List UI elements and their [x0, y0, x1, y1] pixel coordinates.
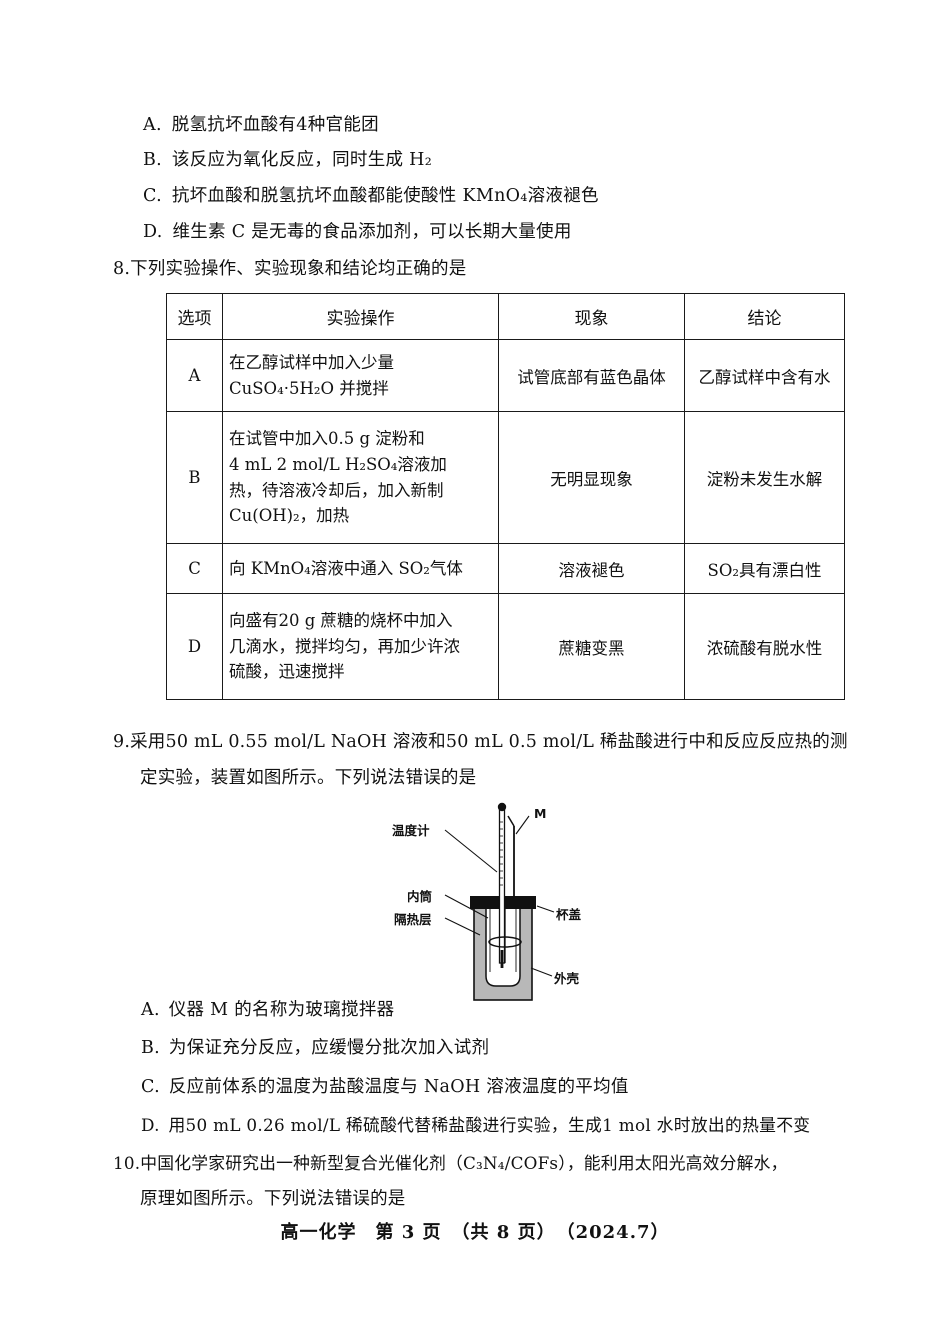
row-c-conclusion: SO₂具有漂白性	[684, 543, 845, 594]
q10-number: 10.	[113, 1153, 141, 1173]
q7-option-c: C. 抗坏血酸和脱氢抗坏血酸都能使酸性 KMnO₄溶液褪色	[143, 186, 599, 208]
row-d-operation-line-2: 几滴水，搅拌均匀，再加少许浓	[229, 636, 460, 656]
table-header-operation: 实验操作	[222, 293, 499, 340]
calorimeter-figure: 温度计 M 内筒 隔热层 杯盖 外壳	[392, 800, 628, 1015]
figure-label-inner-cylinder: 内筒	[407, 889, 433, 904]
q8-number: 8.	[113, 259, 131, 279]
row-d-conclusion: 浓硫酸有脱水性	[684, 593, 845, 700]
row-b-operation-line-2: 4 mL 2 mol/L H₂SO₄溶液加	[229, 454, 447, 474]
table-row: C 向 KMnO₄溶液中通入 SO₂气体 溶液褪色 SO₂具有漂白性	[166, 543, 845, 594]
figure-label-outer-shell: 外壳	[554, 971, 580, 986]
q9-stem-text-1: 采用50 mL 0.55 mol/L NaOH 溶液和50 mL 0.5 mol…	[130, 732, 848, 752]
table-row: A 在乙醇试样中加入少量 CuSO₄·5H₂O 并搅拌 试管底部有蓝色晶体 乙醇…	[166, 339, 845, 412]
q9-number: 9.	[113, 732, 131, 752]
row-b-operation-line-1: 在试管中加入0.5 g 淀粉和	[229, 429, 425, 449]
row-d-phenomenon: 蔗糖变黑	[498, 593, 685, 700]
table-row: B 在试管中加入0.5 g 淀粉和 4 mL 2 mol/L H₂SO₄溶液加 …	[166, 411, 845, 544]
row-c-operation-line-1: 向 KMnO₄溶液中通入 SO₂气体	[229, 558, 463, 578]
q7-option-d: D. 维生素 C 是无毒的食品添加剂，可以长期大量使用	[143, 222, 572, 244]
row-a-conclusion: 乙醇试样中含有水	[684, 339, 845, 412]
row-a-operation-line-2: CuSO₄·5H₂O 并搅拌	[229, 378, 389, 398]
q9-option-c: C. 反应前体系的温度为盐酸温度与 NaOH 溶液温度的平均值	[141, 1077, 629, 1099]
q9-option-b-label: B.	[141, 1038, 161, 1058]
q8-stem: 8.下列实验操作、实验现象和结论均正确的是	[113, 259, 466, 281]
q9-option-a-text: 仪器 M 的名称为玻璃搅拌器	[168, 1000, 395, 1020]
q7-option-c-text: 抗坏血酸和脱氢抗坏血酸都能使酸性 KMnO₄溶液褪色	[171, 186, 599, 206]
q9-option-d-text: 用50 mL 0.26 mol/L 稀硫酸代替稀盐酸进行实验，生成1 mol 水…	[168, 1115, 811, 1135]
q7-option-d-text: 维生素 C 是无毒的食品添加剂，可以长期大量使用	[172, 222, 572, 242]
q10-stem-line-1: 10.中国化学家研究出一种新型复合光催化剂（C₃N₄/COFs），能利用太阳光高…	[113, 1153, 788, 1174]
figure-label-cup-lid: 杯盖	[556, 907, 582, 922]
table-row: D 向盛有20 g 蔗糖的烧杯中加入 几滴水，搅拌均匀，再加少许浓 硫酸，迅速搅…	[166, 593, 845, 700]
row-c-operation: 向 KMnO₄溶液中通入 SO₂气体	[222, 543, 499, 594]
q9-option-a: A. 仪器 M 的名称为玻璃搅拌器	[141, 1000, 394, 1022]
q9-stem-line-2: 定实验，装置如图所示。下列说法错误的是	[140, 768, 477, 788]
row-b-operation: 在试管中加入0.5 g 淀粉和 4 mL 2 mol/L H₂SO₄溶液加 热，…	[222, 411, 499, 544]
q10-stem-text-1: 中国化学家研究出一种新型复合光催化剂（C₃N₄/COFs），能利用太阳光高效分解…	[140, 1153, 788, 1173]
table-header-option: 选项	[166, 293, 223, 340]
row-a-option: A	[166, 339, 223, 412]
row-b-conclusion: 淀粉未发生水解	[684, 411, 845, 544]
row-c-phenomenon: 溶液褪色	[498, 543, 685, 594]
q7-option-a-text: 脱氢抗坏血酸有4种官能团	[171, 115, 379, 135]
q9-option-a-label: A.	[141, 1000, 160, 1020]
row-b-phenomenon: 无明显现象	[498, 411, 685, 544]
table-header-phenomenon: 现象	[498, 293, 685, 340]
row-a-operation-line-1: 在乙醇试样中加入少量	[229, 352, 394, 372]
q7-option-b-label: B.	[143, 150, 163, 170]
row-b-operation-line-4: Cu(OH)₂，加热	[229, 506, 350, 526]
figure-label-insulation-layer: 隔热层	[394, 912, 432, 927]
row-a-operation: 在乙醇试样中加入少量 CuSO₄·5H₂O 并搅拌	[222, 339, 499, 412]
q8-stem-text: 下列实验操作、实验现象和结论均正确的是	[130, 259, 467, 279]
q9-option-d-label: D.	[141, 1115, 160, 1135]
q9-stem-line-1: 9.采用50 mL 0.55 mol/L NaOH 溶液和50 mL 0.5 m…	[113, 732, 848, 754]
q7-option-b: B. 该反应为氧化反应，同时生成 H₂	[143, 150, 432, 172]
row-d-operation: 向盛有20 g 蔗糖的烧杯中加入 几滴水，搅拌均匀，再加少许浓 硫酸，迅速搅拌	[222, 593, 499, 700]
experiment-table: 选项 实验操作 现象 结论 A 在乙醇试样中加入少量 CuSO₄·5H₂O 并搅…	[166, 293, 845, 700]
figure-label-thermometer: 温度计	[392, 823, 430, 838]
table-header-conclusion: 结论	[684, 293, 845, 340]
q9-option-b: B. 为保证充分反应，应缓慢分批次加入试剂	[141, 1038, 489, 1060]
figure-label-stirrer-m: M	[534, 806, 547, 821]
row-b-operation-line-3: 热，待溶液冷却后，加入新制	[229, 480, 444, 500]
row-d-operation-line-3: 硫酸，迅速搅拌	[229, 662, 345, 682]
q7-option-c-label: C.	[143, 186, 162, 206]
q7-option-d-label: D.	[143, 222, 163, 242]
q9-option-b-text: 为保证充分反应，应缓慢分批次加入试剂	[168, 1038, 490, 1058]
q7-option-a: A. 脱氢抗坏血酸有4种官能团	[143, 115, 379, 137]
row-d-option: D	[166, 593, 223, 700]
row-b-option: B	[166, 411, 223, 544]
calorimeter-diagram	[444, 802, 555, 1001]
row-d-operation-line-1: 向盛有20 g 蔗糖的烧杯中加入	[229, 611, 453, 631]
row-c-option: C	[166, 543, 223, 594]
page-footer: 高一化学 第 3 页 （共 8 页） （2024.7）	[280, 1222, 670, 1243]
q9-option-c-text: 反应前体系的温度为盐酸温度与 NaOH 溶液温度的平均值	[168, 1077, 629, 1097]
row-a-phenomenon: 试管底部有蓝色晶体	[498, 339, 685, 412]
q9-option-c-label: C.	[141, 1077, 160, 1097]
q10-stem-line-2: 原理如图所示。下列说法错误的是	[140, 1189, 406, 1209]
q9-option-d: D. 用50 mL 0.26 mol/L 稀硫酸代替稀盐酸进行实验，生成1 mo…	[141, 1115, 810, 1136]
q7-option-a-label: A.	[143, 115, 162, 135]
q7-option-b-text: 该反应为氧化反应，同时生成 H₂	[171, 150, 433, 170]
table-header-row: 选项 实验操作 现象 结论	[166, 293, 845, 340]
